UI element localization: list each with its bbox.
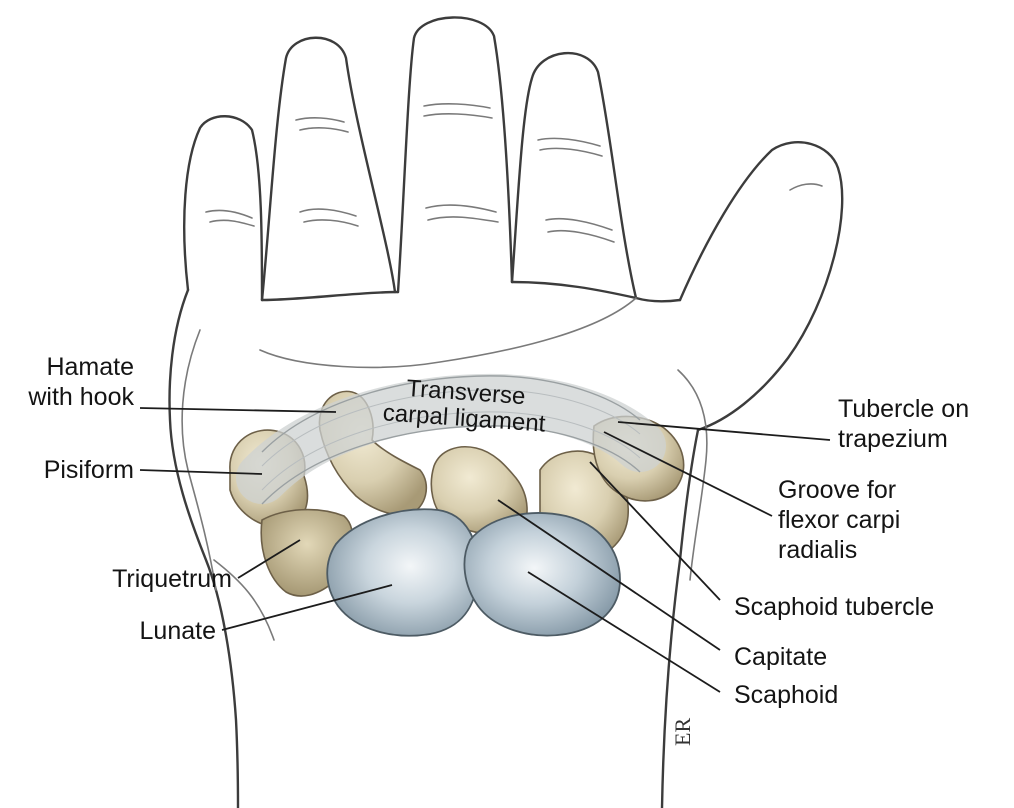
label-triquetrum: Triquetrum — [0, 564, 232, 594]
artist-signature: ER — [670, 718, 695, 746]
label-scaphoid-tubercle: Scaphoid tubercle — [734, 592, 934, 622]
label-scaphoid: Scaphoid — [734, 680, 838, 710]
label-groove-fcr: Groove for flexor carpi radialis — [778, 475, 900, 565]
index-finger — [512, 53, 636, 298]
little-finger — [184, 116, 262, 300]
label-hamate: Hamate with hook — [0, 352, 134, 412]
label-lunate: Lunate — [0, 616, 216, 646]
thenar-crease — [260, 298, 636, 367]
hypothenar-line — [182, 330, 216, 590]
label-tubercle-trapezium: Tubercle on trapezium — [838, 394, 969, 454]
label-pisiform: Pisiform — [0, 455, 134, 485]
label-capitate: Capitate — [734, 642, 827, 672]
ulnar-border — [170, 290, 238, 808]
scaphoid-bone — [464, 513, 620, 636]
finger-creases — [206, 104, 822, 242]
signature-mark: ER — [670, 718, 695, 746]
middle-finger — [398, 17, 512, 292]
ring-finger — [262, 38, 395, 300]
palm-crease-distal — [262, 282, 680, 301]
